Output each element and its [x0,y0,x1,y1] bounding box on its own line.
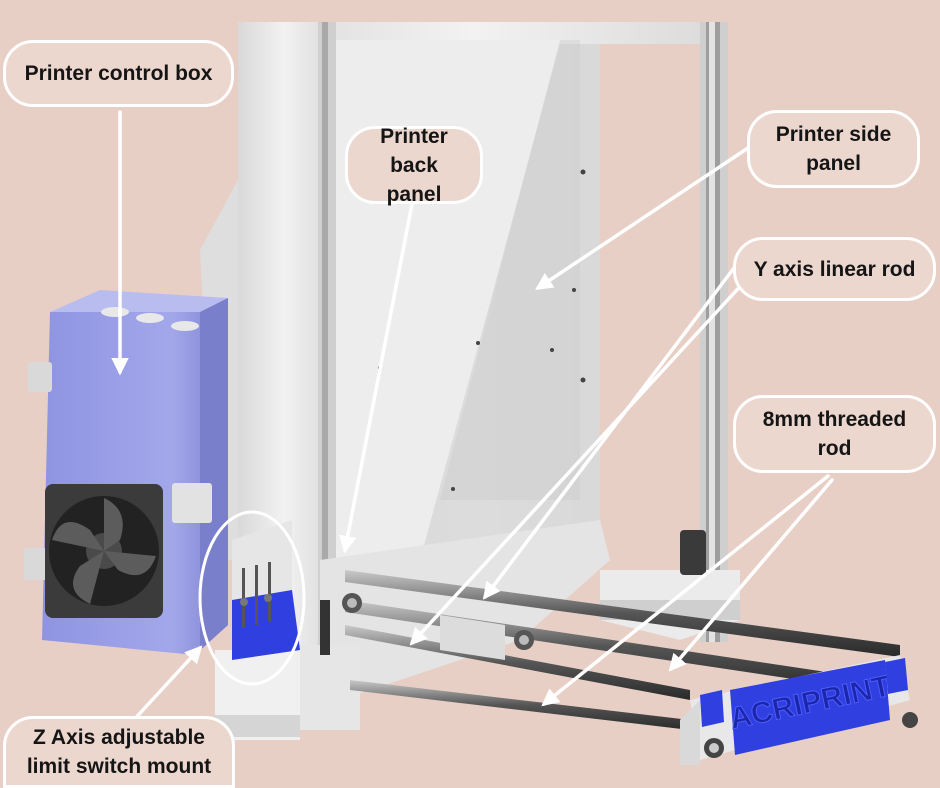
cooling-fan [45,484,163,618]
label-z-axis-limit-switch-mount: Z Axis adjustable limit switch mount [3,716,235,788]
arrow-back-panel [339,202,414,554]
callout-arrows [111,110,834,726]
arrow-threaded-rod-1 [541,474,830,707]
arrow-y-rod-2 [409,278,748,646]
label-y-axis-linear-rod: Y axis linear rod [733,237,936,301]
z-mount-highlight [198,510,306,686]
label-printer-control-box: Printer control box [3,40,234,107]
arrow-side-panel [535,146,750,290]
limit-switch-mount [232,520,330,660]
label-printer-back-panel: Printer back panel [345,125,483,206]
printer-frame [200,22,728,722]
arrow-threaded-rod-2 [668,478,834,672]
arrow-y-rod-1 [482,266,736,600]
arrow-z-mount [128,645,203,726]
label-8mm-threaded-rod: 8mm threaded rod [733,395,936,473]
label-printer-side-panel: Printer side panel [747,110,920,188]
